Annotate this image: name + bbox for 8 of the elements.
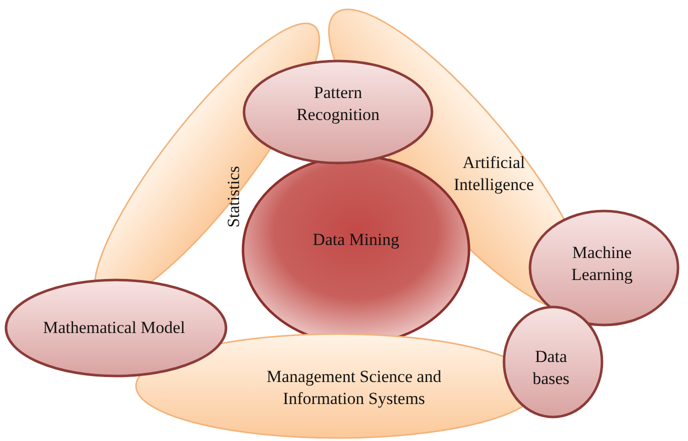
topic-label: Pattern Recognition bbox=[295, 82, 381, 126]
topic-label: Data bases bbox=[532, 346, 570, 390]
topic-label: Statistics bbox=[222, 165, 244, 230]
topic-label: Mathematical Model bbox=[42, 316, 186, 339]
topic-label: Data Mining bbox=[312, 228, 400, 251]
topic-label: Machine Learning bbox=[570, 242, 634, 286]
topic-label: Management Science and Information Systems bbox=[266, 366, 442, 410]
topic-label: Artificial Intelligence bbox=[452, 152, 534, 196]
